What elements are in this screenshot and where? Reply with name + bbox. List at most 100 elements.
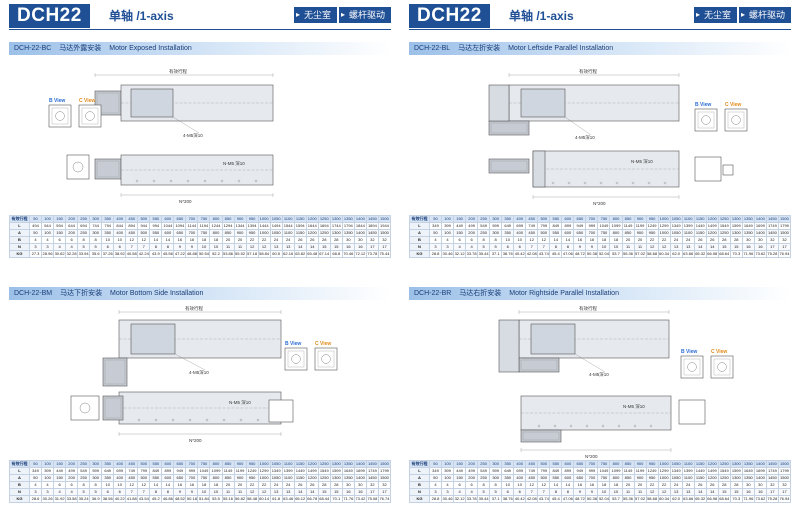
table-cell: 24 bbox=[669, 236, 683, 244]
table-cell: 4 bbox=[428, 481, 443, 489]
stroke-header: 1350 bbox=[741, 460, 755, 468]
stroke-header: 250 bbox=[77, 215, 91, 223]
table-cell: 5 bbox=[489, 488, 503, 496]
table-cell: 31.92 bbox=[53, 495, 67, 503]
motor-coupling-housing bbox=[498, 319, 520, 373]
table-cell: 1050 bbox=[269, 474, 283, 482]
stroke-header: 700 bbox=[585, 460, 599, 468]
table-cell: 1044 bbox=[161, 222, 175, 230]
table-cell: 8 bbox=[489, 236, 503, 244]
table-cell: 750 bbox=[597, 229, 611, 237]
motor-block bbox=[102, 395, 124, 421]
end-view-bore bbox=[291, 354, 301, 364]
table-cell: 3 bbox=[441, 488, 455, 496]
table-cell: 699 bbox=[513, 222, 527, 230]
table-cell: 1450 bbox=[365, 474, 379, 482]
stroke-header: 650 bbox=[173, 460, 187, 468]
table-cell: 7 bbox=[125, 488, 139, 496]
section-title-bar: DCH-22-BM 马达下折安装 Motor Bottom Side Insta… bbox=[9, 287, 391, 300]
end-view bbox=[694, 108, 718, 132]
table-cell: 18 bbox=[597, 481, 611, 489]
table-cell: 28 bbox=[717, 236, 731, 244]
table-cell: 6 bbox=[465, 481, 479, 489]
table-cell: 850 bbox=[621, 229, 635, 237]
table-cell: 499 bbox=[65, 467, 79, 475]
row-label: L bbox=[409, 467, 430, 475]
table-cell: 9 bbox=[585, 488, 599, 496]
table-cell: 33.58 bbox=[65, 495, 79, 503]
table-cell: 6 bbox=[501, 488, 515, 496]
table-cell: 3 bbox=[428, 243, 443, 251]
stroke-header: 800 bbox=[609, 215, 623, 223]
table-cell: 1844 bbox=[353, 222, 367, 230]
table-cell: 28.8 bbox=[428, 250, 443, 258]
n-holes-label: N-M5 深10 bbox=[623, 403, 645, 410]
table-cell: 38.56 bbox=[101, 495, 115, 503]
table-cell: 350 bbox=[101, 474, 115, 482]
mount-hole bbox=[171, 418, 175, 422]
stroke-header: 850 bbox=[221, 215, 235, 223]
table-cell: 14 bbox=[161, 236, 175, 244]
table-cell: 1094 bbox=[173, 222, 187, 230]
motor-block bbox=[102, 357, 128, 387]
end-view-inner bbox=[697, 111, 715, 129]
table-cell: 28 bbox=[729, 481, 743, 489]
stroke-header: 1300 bbox=[329, 460, 343, 468]
table-cell: 32.12 bbox=[453, 495, 467, 503]
table-cell: 62.0 bbox=[669, 495, 683, 503]
table-cell: 100 bbox=[441, 474, 455, 482]
mount-hole bbox=[663, 181, 667, 185]
stroke-header: 900 bbox=[633, 215, 647, 223]
table-cell: 7 bbox=[525, 488, 539, 496]
stroke-header: 650 bbox=[173, 215, 187, 223]
table-cell: 949 bbox=[173, 467, 187, 475]
table-cell: 1749 bbox=[365, 467, 379, 475]
table-cell: 12 bbox=[137, 236, 151, 244]
table-cell: 22 bbox=[657, 236, 671, 244]
table-cell: 650 bbox=[173, 474, 187, 482]
table-cell: 16 bbox=[341, 243, 355, 251]
table-cell: 399 bbox=[441, 222, 455, 230]
table-cell: 30 bbox=[353, 236, 367, 244]
table-cell: 14 bbox=[549, 236, 563, 244]
table-cell: 1744 bbox=[329, 222, 343, 230]
section-name-cn: 马达左折安装 bbox=[458, 45, 501, 52]
table-cell: 949 bbox=[573, 467, 587, 475]
table-cell: 7 bbox=[525, 243, 539, 251]
table-cell: 800 bbox=[209, 229, 223, 237]
table-cell: 550 bbox=[149, 229, 163, 237]
mount-hole bbox=[649, 424, 653, 428]
table-cell: 1299 bbox=[657, 222, 671, 230]
table-cell: 1294 bbox=[221, 222, 235, 230]
table-cell: 1450 bbox=[765, 229, 779, 237]
table-cell: 6 bbox=[101, 488, 115, 496]
table-cell: 76.94 bbox=[777, 250, 792, 258]
table-cell: 399 bbox=[41, 467, 55, 475]
section-bc: DCH-22-BC 马达外露安装 Motor Exposed Installat… bbox=[9, 42, 392, 258]
table-cell: 350 bbox=[501, 229, 515, 237]
table-cell: 4 bbox=[28, 236, 43, 244]
table-cell: 844 bbox=[113, 222, 127, 230]
table-cell: 32.28 bbox=[65, 250, 79, 258]
table-cell: 40.58 bbox=[125, 250, 139, 258]
table-cell: 50 bbox=[428, 229, 443, 237]
pitch-label: N*200 bbox=[585, 454, 598, 459]
table-cell: 4 bbox=[453, 243, 467, 251]
stroke-header: 900 bbox=[233, 460, 247, 468]
section-name-cn: 马达下折安装 bbox=[60, 290, 103, 297]
table-cell: 8 bbox=[77, 236, 91, 244]
table-header-label: 有效行程 bbox=[9, 215, 30, 223]
stroke-header: 950 bbox=[645, 215, 659, 223]
table-cell: 11 bbox=[221, 243, 235, 251]
table-cell: 6 bbox=[465, 236, 479, 244]
row-label: B bbox=[9, 481, 30, 489]
table-cell: 66.78 bbox=[305, 495, 319, 503]
table-cell: 58.68 bbox=[645, 250, 659, 258]
